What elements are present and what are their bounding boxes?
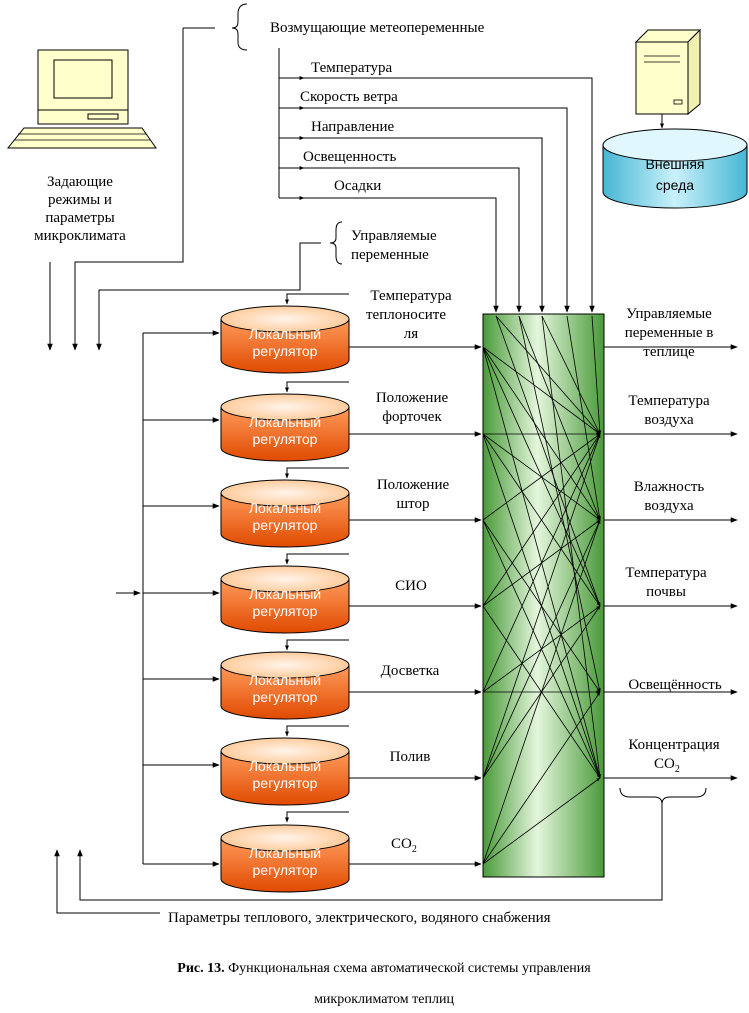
figure-caption-line2: микроклиматом теплиц: [314, 992, 454, 1007]
supply-label: Параметры теплового, электрического, вод…: [168, 910, 551, 926]
computer-icon: [6, 49, 157, 149]
regulator-6: Локальный регулятор: [143, 725, 482, 806]
disturbance-label: Скорость ветра: [300, 89, 398, 105]
regulator-label: Локальный: [249, 500, 321, 516]
disturbance-feed-arrow: [72, 28, 184, 351]
output-label: Освещённость: [628, 677, 721, 693]
regulator-label: регулятор: [253, 603, 318, 619]
controlled-header-line: переменные: [351, 247, 429, 263]
outputs-header-line: теплице: [643, 344, 695, 360]
external-environment-cylinder: [602, 128, 748, 209]
external-env-label: среда: [656, 177, 694, 193]
controlled-feed-arrow: [96, 242, 321, 351]
controlled-header-line: Управляемые: [351, 228, 437, 244]
regulator-label: регулятор: [253, 862, 318, 878]
regulator-label: Локальный: [249, 586, 321, 602]
computer-caption-line: микроклимата: [34, 228, 126, 244]
regulator-7: Локальный регулятор: [143, 811, 482, 893]
regulator-1: Локальный регулятор: [143, 293, 482, 374]
regulator-label: Локальный: [249, 845, 321, 861]
disturbance-title: Возмущающие метеопеременные: [270, 20, 485, 36]
computer-caption-line: Задающие: [47, 174, 113, 190]
outputs-header-line: Управляемые: [626, 306, 712, 322]
disturbance-brace: [231, 3, 248, 51]
regulator-label: регулятор: [253, 517, 318, 533]
regulator-label: регулятор: [253, 343, 318, 359]
regulator-signal-label: штор: [397, 496, 430, 512]
disturbance-label: Осадки: [334, 178, 381, 194]
regulator-signal-label: теплоносите: [366, 307, 446, 323]
disturbance-label: Направление: [311, 119, 395, 135]
disturbance-label: Освещенность: [303, 149, 396, 165]
regulator-label: Локальный: [249, 672, 321, 688]
regulator-label: Локальный: [249, 414, 321, 430]
regulator-label: Локальный: [249, 758, 321, 774]
regulator-signal-label: Полив: [390, 749, 431, 765]
regulator-signal-label: CO2: [391, 836, 417, 855]
output-label: почвы: [646, 584, 686, 600]
computer-caption-line: параметры: [45, 210, 114, 226]
regulator-signal-label: СИО: [395, 578, 427, 594]
controlled-brace: [329, 221, 343, 265]
output-label: Температура: [628, 393, 710, 409]
output-brace: [619, 787, 707, 805]
output-label: Температура: [625, 565, 707, 581]
disturbance-label: Температура: [311, 60, 393, 76]
disturbance-lines: [278, 48, 595, 313]
supply-arrow: [54, 849, 160, 914]
output-label: CO2: [654, 756, 680, 775]
regulator-label: Локальный: [249, 326, 321, 342]
regulator-4: Локальный регулятор: [143, 553, 482, 634]
regulator-5: Локальный регулятор: [143, 639, 482, 720]
external-env-label: Внешняя: [646, 156, 705, 172]
computer-caption: Задающие режимы и параметры микроклимата: [34, 174, 126, 244]
output-label: Влажность: [634, 479, 705, 495]
output-label: воздуха: [644, 498, 694, 514]
regulator-3: Локальный регулятор: [143, 467, 482, 548]
cross-coupling-lines: [482, 315, 602, 865]
regulator-signal-label: форточек: [382, 409, 442, 425]
regulator-2: Локальный регулятор: [143, 381, 482, 462]
regulator-signal-label: ля: [404, 326, 418, 342]
figure-caption: Рис. 13. Функциональная схема автоматиче…: [177, 961, 591, 976]
regulator-signal-label: Температура: [370, 288, 452, 304]
greenhouse-column: [482, 313, 605, 878]
regulator-label: регулятор: [253, 689, 318, 705]
regulator-signal-label: Досветка: [381, 663, 440, 679]
regulator-label: регулятор: [253, 431, 318, 447]
regulator-signal-label: Положение: [376, 390, 449, 406]
output-label: воздуха: [644, 412, 694, 428]
server-icon: [634, 28, 702, 116]
computer-caption-line: режимы и: [48, 192, 112, 208]
output-label: Концентрация: [628, 737, 719, 753]
regulator-signal-label: Положение: [377, 477, 450, 493]
regulator-label: регулятор: [253, 775, 318, 791]
outputs-header-line: переменные в: [625, 325, 714, 341]
feedback-arrow: [77, 804, 663, 901]
